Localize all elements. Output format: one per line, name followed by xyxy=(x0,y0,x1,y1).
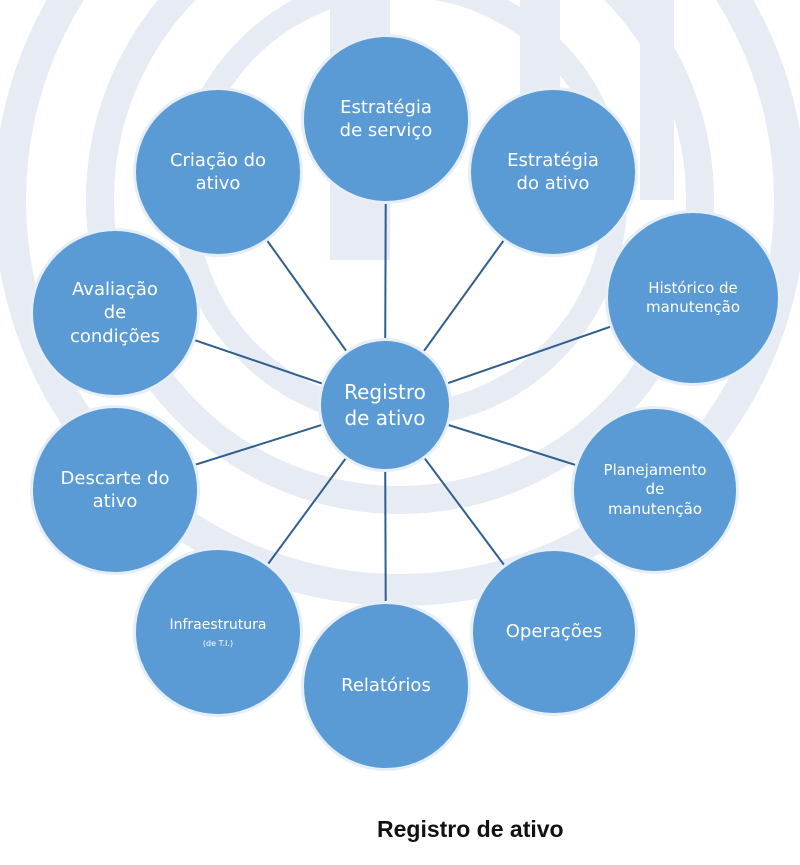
node-operacoes-label: Operações xyxy=(505,621,603,643)
node-planejamento-manutencao-label: Planejamento xyxy=(603,460,707,479)
node-avaliacao-condicoes-label: de xyxy=(103,302,127,324)
node-infraestrutura: Infraestrutura (de T.I.) xyxy=(133,547,303,717)
node-relatorios-label: Relatórios xyxy=(341,675,431,697)
node-planejamento-manutencao-label: de xyxy=(645,480,665,499)
node-estrategia-ativo-label: Estratégia xyxy=(507,149,599,171)
node-estrategia-servico-label: de serviço xyxy=(339,120,433,141)
node-avaliacao-condicoes-label: Avaliação xyxy=(72,278,158,300)
node-historico-manutencao-label: manutenção xyxy=(645,298,741,316)
node-center-label: Registro xyxy=(344,380,426,404)
node-criacao-ativo-label: ativo xyxy=(195,173,241,194)
node-operacoes: Operações xyxy=(470,548,638,716)
node-estrategia-ativo-label: do ativo xyxy=(516,173,590,194)
node-descarte-ativo-label: ativo xyxy=(92,491,138,512)
node-descarte-ativo-label: Descarte do xyxy=(60,467,170,489)
node-infraestrutura-sublabel: (de T.I.) xyxy=(202,639,234,649)
node-center-label: de ativo xyxy=(344,406,426,430)
node-avaliacao-condicoes-label: condições xyxy=(69,325,161,347)
diagram-caption: Registro de ativo xyxy=(377,816,564,842)
node-historico-manutencao-label: Histórico de xyxy=(648,278,738,297)
node-infraestrutura-label: Infraestrutura xyxy=(169,616,267,633)
node-criacao-ativo-label: Criação do xyxy=(169,149,267,171)
node-relatorios: Relatórios xyxy=(301,601,471,771)
node-planejamento-manutencao-label: manutenção xyxy=(607,499,703,518)
node-estrategia-servico-label: Estratégia xyxy=(340,96,432,118)
